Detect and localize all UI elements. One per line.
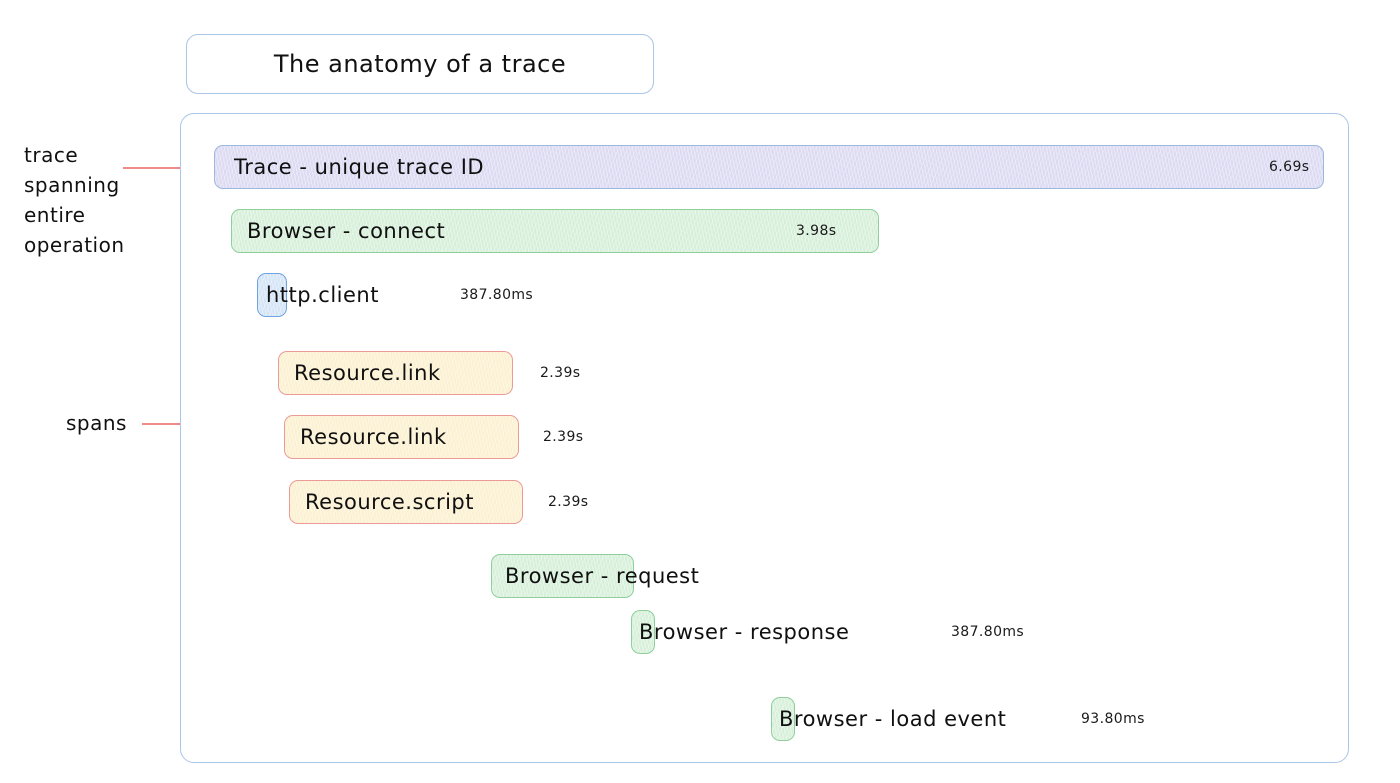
span-browser-response-bar[interactable] xyxy=(631,610,655,654)
span-resource-link-2-duration: 2.39s xyxy=(543,429,584,445)
span-row: Resource.link 2.39s xyxy=(284,415,744,459)
trace-annotation-leader xyxy=(123,167,206,169)
span-resource-script-duration: 2.39s xyxy=(548,494,589,510)
span-row: Trace - unique trace ID 6.69s xyxy=(214,145,1324,189)
span-browser-response-label: Browser - response xyxy=(639,620,850,644)
span-row: http.client 387.80ms xyxy=(257,273,677,317)
span-row: Browser - connect 3.98s xyxy=(231,209,879,253)
span-browser-load-event-duration: 93.80ms xyxy=(1081,711,1145,727)
span-http-client-duration: 387.80ms xyxy=(460,287,534,303)
sketch-texture xyxy=(492,555,633,597)
page-title: The anatomy of a trace xyxy=(273,50,567,78)
span-browser-connect-duration: 3.98s xyxy=(796,223,837,239)
span-trace-duration: 6.69s xyxy=(1269,159,1310,175)
sketch-texture xyxy=(215,146,1323,188)
span-http-client-bar[interactable] xyxy=(257,273,287,317)
trace-panel: Trace - unique trace ID 6.69s Browser - … xyxy=(180,113,1349,763)
title-card: The anatomy of a trace xyxy=(186,34,654,94)
span-browser-load-event-bar[interactable] xyxy=(771,697,795,741)
span-resource-link-1-duration: 2.39s xyxy=(540,365,581,381)
sketch-texture xyxy=(232,210,878,252)
sketch-texture xyxy=(285,416,518,458)
span-row: Browser - response 387.80ms xyxy=(631,610,1091,654)
span-browser-response-duration: 387.80ms xyxy=(951,624,1025,640)
span-browser-connect-bar[interactable] xyxy=(231,209,879,253)
span-trace-bar[interactable] xyxy=(214,145,1324,189)
spans-annotation-label: spans xyxy=(66,411,127,435)
span-resource-link-1-bar[interactable] xyxy=(278,351,513,395)
span-browser-load-event-label: Browser - load event xyxy=(779,707,1007,731)
span-row: Browser - request xyxy=(491,554,831,598)
span-browser-request-bar[interactable] xyxy=(491,554,634,598)
span-row: Resource.script 2.39s xyxy=(289,480,759,524)
sketch-texture xyxy=(772,698,794,740)
span-resource-script-bar[interactable] xyxy=(289,480,523,524)
sketch-texture xyxy=(279,352,512,394)
span-row: Resource.link 2.39s xyxy=(278,351,738,395)
span-resource-link-2-bar[interactable] xyxy=(284,415,519,459)
trace-annotation-label: trace spanning entire operation xyxy=(24,143,125,257)
span-row: Browser - load event 93.80ms xyxy=(771,697,1241,741)
sketch-texture xyxy=(258,274,286,316)
sketch-texture xyxy=(632,611,654,653)
sketch-texture xyxy=(290,481,522,523)
